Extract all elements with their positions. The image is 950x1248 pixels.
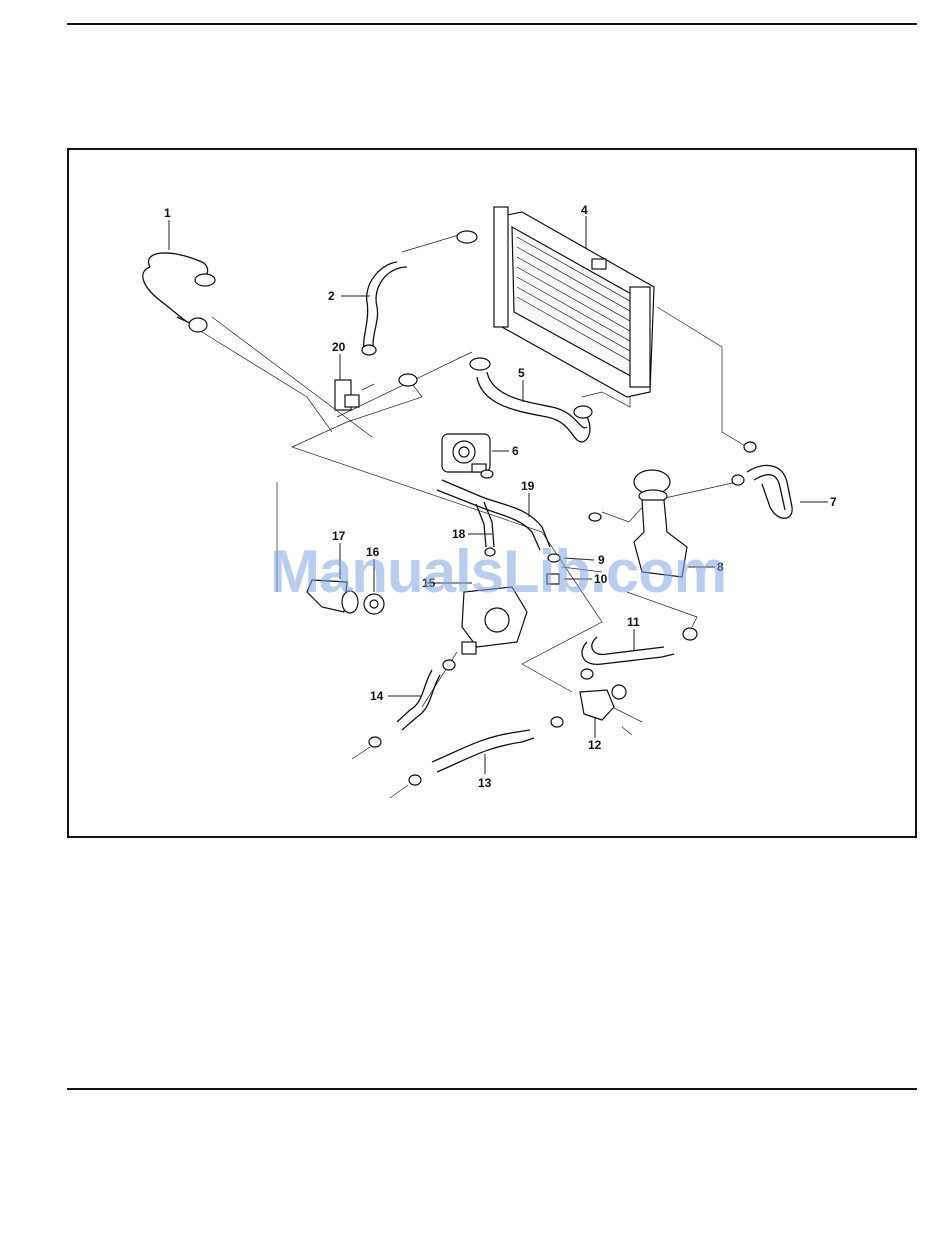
hose-5 <box>470 358 592 442</box>
callout-14: 14 <box>370 689 384 703</box>
callout-4: 4 <box>581 203 588 217</box>
watermark: ManualsLib.com <box>270 538 726 605</box>
hose-14 <box>352 660 455 759</box>
throttle-body-6 <box>442 434 490 472</box>
cooling-system-exploded-diagram: 1 2 4 5 6 7 8 9 10 11 12 13 14 16 17 18 … <box>69 150 915 836</box>
callout-11: 11 <box>627 615 640 629</box>
hose-7 <box>732 442 792 518</box>
hose-2 <box>362 231 477 386</box>
callout-13: 13 <box>478 776 492 790</box>
callout-19: 19 <box>521 479 535 493</box>
callout-5: 5 <box>518 366 525 380</box>
valve-20 <box>335 380 374 410</box>
top-rule <box>67 23 917 25</box>
callout-7: 7 <box>830 495 837 509</box>
hose-13 <box>390 717 563 798</box>
upper-hose-1 <box>143 253 215 332</box>
callout-20: 20 <box>332 340 346 354</box>
hose-11 <box>582 628 697 664</box>
outlet-fitting-12 <box>580 669 632 735</box>
callout-12: 12 <box>588 738 602 752</box>
callout-1: 1 <box>164 206 171 220</box>
callout-2: 2 <box>328 289 335 303</box>
callout-6: 6 <box>512 444 519 458</box>
bottom-rule <box>67 1088 917 1090</box>
diagram-frame: 1 2 4 5 6 7 8 9 10 11 12 13 14 16 17 18 … <box>67 148 917 838</box>
